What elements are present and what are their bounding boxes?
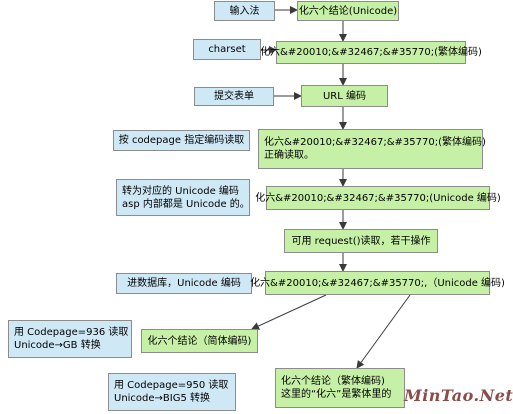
result-traditional-line1: 化六个结论（繁体编码): [281, 376, 385, 387]
step3-read-box: 化六&#20010;&#32467;&#35770;(繁体编码) 正确读取。: [258, 129, 486, 169]
codepage-950-line2: Unicode→BIG5 转换: [114, 393, 211, 404]
request-read-box: 可用 request()读取，若干操作: [284, 229, 438, 253]
arrow-step5-to-traditional: [356, 294, 411, 369]
codepage-950-box: 用 Codepage=950 读取 Unicode→BIG5 转换: [108, 373, 236, 411]
result-traditional-box: 化六个结论（繁体编码) 这里的“化六”是繁体里的: [275, 368, 405, 408]
watermark: MinTao.Net: [404, 386, 513, 405]
step4-unicode-label: 化六&#20010;&#32467;&#35770;(Unicode 编码): [255, 192, 501, 204]
input-method-box: 输入法: [214, 1, 275, 21]
step1-unicode-box: 化六个结论(Unicode): [297, 1, 399, 21]
charset-box: charset: [193, 39, 261, 60]
convert-unicode-line1: 转为对应的 Unicode 编码: [122, 185, 239, 197]
codepage-936-box: 用 Codepage=936 读取 Unicode→GB 转换: [8, 320, 132, 358]
result-simplified-box: 化六个结论（简体编码): [141, 329, 258, 353]
db-store-box: 进数据库，Unicode 编码: [116, 273, 252, 294]
codepage-950-line1: 用 Codepage=950 读取: [114, 380, 229, 391]
step4-unicode-box: 化六&#20010;&#32467;&#35770;(Unicode 编码): [255, 186, 501, 210]
codepage-read-label: 按 codepage 指定编码读取: [118, 135, 245, 146]
url-encoding-box: URL 编码: [301, 85, 388, 107]
arrow-step5-to-simplified: [251, 294, 327, 330]
step5-unicode-label: 化六&#20010;&#32467;&#35770;,（Unicode 编码): [250, 277, 505, 289]
codepage-read-box: 按 codepage 指定编码读取: [113, 130, 250, 151]
step2-traditional-box: 化六&#20010;&#32467;&#35770;(繁体编码): [260, 41, 482, 64]
step1-unicode-label: 化六个结论(Unicode): [298, 5, 398, 17]
codepage-936-line2: Unicode→GB 转换: [14, 340, 101, 351]
form-submit-label: 提交表单: [214, 91, 254, 102]
step2-traditional-label: 化六&#20010;&#32467;&#35770;(繁体编码): [260, 47, 482, 58]
url-encoding-label: URL 编码: [322, 90, 367, 102]
convert-unicode-line2: asp 内部都是 Unicode 的。: [122, 198, 250, 210]
result-traditional-line2: 这里的“化六”是繁体里的: [281, 389, 392, 400]
input-method-label: 输入法: [229, 5, 260, 17]
convert-unicode-box: 转为对应的 Unicode 编码 asp 内部都是 Unicode 的。: [116, 179, 250, 216]
db-store-label: 进数据库，Unicode 编码: [127, 278, 241, 289]
request-read-label: 可用 request()读取，若干操作: [291, 235, 431, 247]
step3-read-line2: 正确读取。: [264, 150, 314, 161]
codepage-936-line1: 用 Codepage=936 读取: [14, 327, 129, 338]
step5-unicode-box: 化六&#20010;&#32467;&#35770;,（Unicode 编码): [250, 271, 505, 295]
step3-read-line1: 化六&#20010;&#32467;&#35770;(繁体编码): [264, 137, 486, 148]
result-simplified-label: 化六个结论（简体编码): [147, 335, 252, 347]
charset-label: charset: [208, 44, 246, 55]
form-submit-box: 提交表单: [194, 87, 274, 106]
